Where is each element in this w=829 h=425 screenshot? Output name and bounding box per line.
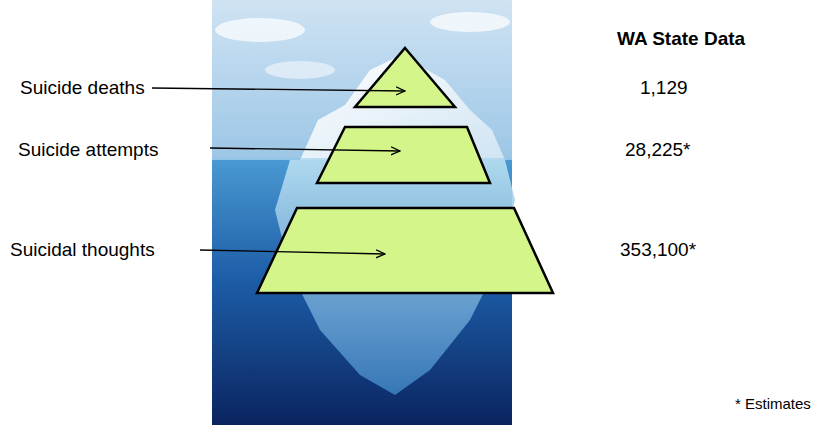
leader-arrow — [152, 88, 405, 91]
level-label: Suicidal thoughts — [10, 239, 155, 261]
data-value: 353,100* — [620, 239, 696, 261]
footnote: * Estimates — [735, 395, 811, 413]
apex-triangle — [355, 48, 455, 107]
middle-trapezoid — [317, 127, 490, 183]
leader-arrow — [200, 250, 385, 254]
column-heading: WA State Data — [617, 28, 745, 50]
base-trapezoid — [257, 208, 553, 293]
level-label: Suicide deaths — [20, 77, 145, 99]
level-label: Suicide attempts — [18, 139, 158, 161]
leader-arrow — [210, 148, 400, 151]
data-value: 1,129 — [640, 77, 688, 99]
data-value: 28,225* — [625, 139, 691, 161]
